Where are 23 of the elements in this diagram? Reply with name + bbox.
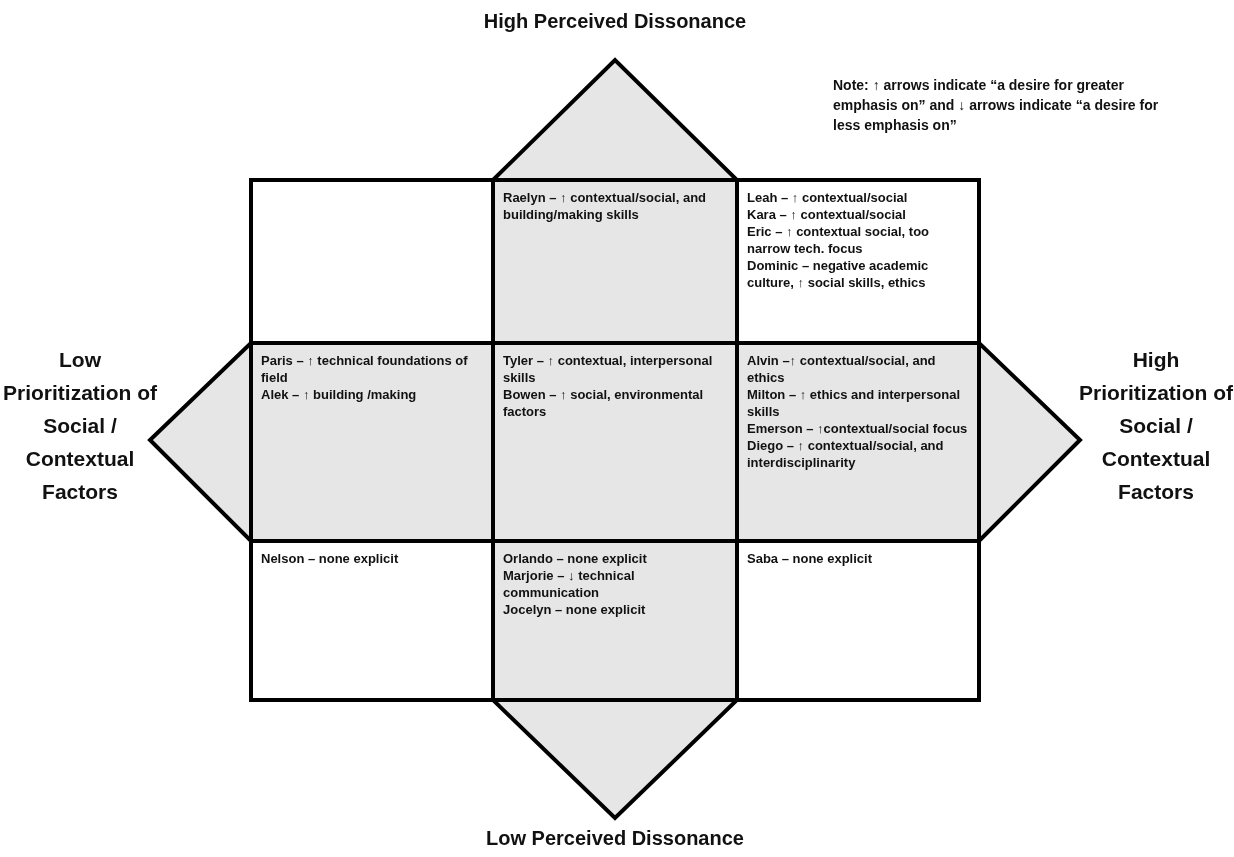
participant-entry: Emerson – ↑contextual/social focus — [747, 420, 969, 437]
participant-entry: Eric – ↑ contextual social, too narrow tech. focus — [747, 223, 931, 257]
participant-entry: Diego – ↑ contextual/social, and interdisciplinarity — [747, 437, 945, 471]
participant-entry: Milton – ↑ ethics and interpersonal skills — [747, 386, 962, 420]
note-text: Note: ↑ arrows indicate “a desire for greater emphasis on” and ↓ arrows indicate “a desire for less emphasis on” — [833, 76, 1160, 135]
participant-entry: Kara – ↑ contextual/social — [747, 206, 907, 223]
participant-entry: Orlando – none explicit — [503, 550, 648, 567]
participant-entry: Leah – ↑ contextual/social — [747, 189, 909, 206]
axis-label: High Prioritization of Social / Contextual Factors — [1078, 347, 1234, 505]
axis-label: Low Prioritization of Social / Contextual Factors — [2, 347, 158, 505]
participant-entry: Saba – none explicit — [747, 550, 873, 567]
participant-entry: Paris – ↑ technical foundations of field — [261, 352, 469, 386]
participant-entry: Raelyn – ↑ contextual/social, and building/making skills — [503, 189, 707, 223]
participant-entry: Alvin –↑ contextual/social, and ethics — [747, 352, 937, 386]
participant-entry: Nelson – none explicit — [261, 550, 400, 567]
participant-entry: Marjorie – ↓ technical communication — [503, 567, 636, 601]
participant-entry: Dominic – negative academic culture, ↑ social skills, ethics — [747, 257, 930, 291]
participant-entry: Tyler – ↑ contextual, interpersonal skills — [503, 352, 714, 386]
participant-entry: Jocelyn – none explicit — [503, 601, 647, 618]
participant-entry: Bowen – ↑ social, environmental factors — [503, 386, 705, 420]
axis-label: High Perceived Dissonance — [482, 9, 748, 34]
participant-entry: Alek – ↑ building /making — [261, 386, 418, 403]
axis-label: Low Perceived Dissonance — [485, 826, 745, 851]
